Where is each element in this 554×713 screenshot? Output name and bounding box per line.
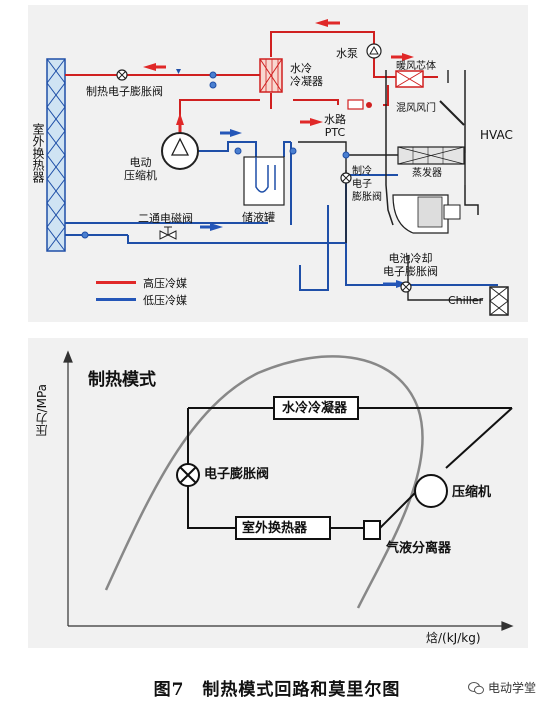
label-water-pump: 水泵 [336,47,358,60]
label-solenoid: 二通电磁阀 [138,212,193,225]
wechat-icon [467,681,484,694]
water-ptc [347,99,364,110]
y-axis-label: 压力/MPa [35,384,49,437]
battery-expansion-valve [400,281,412,293]
label-compressor: 压缩机 [452,485,492,500]
label-exv: 电子膨胀阀 [204,467,270,482]
condenser-box [273,396,359,420]
legend-high-pressure: 高压冷媒 [143,277,187,290]
label-hvac: HVAC [480,128,513,142]
refrigerant-circuit-diagram: 室外换热器 制热电子膨胀阀 水冷 冷凝器 水泵 暖风芯体 混风风门 水路 PTC… [28,5,528,322]
watermark-text: 电动学堂 [487,681,536,695]
label-separator: 气液分离器 [386,541,452,556]
separator-box [363,520,381,540]
legend-low-pressure: 低压冷媒 [143,294,187,307]
hvac-box [385,70,479,226]
junction-nodes [81,71,350,239]
figure-caption: 图7 制热模式回路和莫里尔图 [153,680,401,700]
mollier-diagram: 制热模式 压力/MPa 焓/(kJ/kg) 水冷冷凝器 电子膨胀阀 压缩机 室外… [28,338,528,648]
blower [392,194,461,234]
label-cool-exv: 制冷 电子 膨胀阀 [352,166,382,203]
axes [63,350,514,631]
heat-expansion-valve [116,69,128,81]
solenoid-valve [159,226,177,240]
auxiliary-lines [298,70,483,301]
label-chiller: Chiller [448,294,484,307]
outdoor-heat-exchanger [46,58,66,252]
check-valve-icon [176,69,181,74]
x-axis-label: 焓/(kJ/kg) [426,631,481,645]
circuit-drawing [46,19,509,316]
accumulator [243,156,285,206]
high-pressure-lines [65,31,438,133]
label-water-ptc: 水路 PTC [324,113,346,139]
label-accumulator: 储液罐 [242,211,275,224]
label-heat-exv: 制热电子膨胀阀 [86,85,163,98]
high-pressure-arrows [96,19,414,284]
mix-door-flap [439,100,465,126]
label-compressor: 电动 压缩机 [124,156,157,182]
mollier-title: 制热模式 [88,370,156,390]
saturation-dome [104,355,424,609]
mollier-drawing [63,350,514,631]
watermark: 电动学堂 [467,679,536,696]
water-cooled-condenser [259,58,283,93]
label-mix-door: 混风风门 [396,103,436,114]
label-battery-exv: 电池冷却 电子膨胀阀 [383,252,438,278]
compressor-symbol [414,474,448,508]
cool-expansion-valve [340,172,352,184]
heater-core [395,70,424,88]
label-outdoor-hx: 室外换热器 [31,123,45,183]
label-water-condenser: 水冷 冷凝器 [290,62,323,88]
exv-symbol [176,463,200,487]
water-pump [366,43,382,59]
compressor [161,132,199,170]
outdoor-hx-box [235,516,331,540]
label-condenser: 水冷冷凝器 [282,401,348,416]
label-heater-core: 暖风芯体 [396,61,436,72]
ptc-node [366,102,372,108]
evaporator [397,146,465,165]
heat-pump-cycle [187,407,513,529]
label-evaporator: 蒸发器 [412,168,442,179]
chiller [489,286,509,316]
label-outdoor-hx: 室外换热器 [242,521,308,536]
